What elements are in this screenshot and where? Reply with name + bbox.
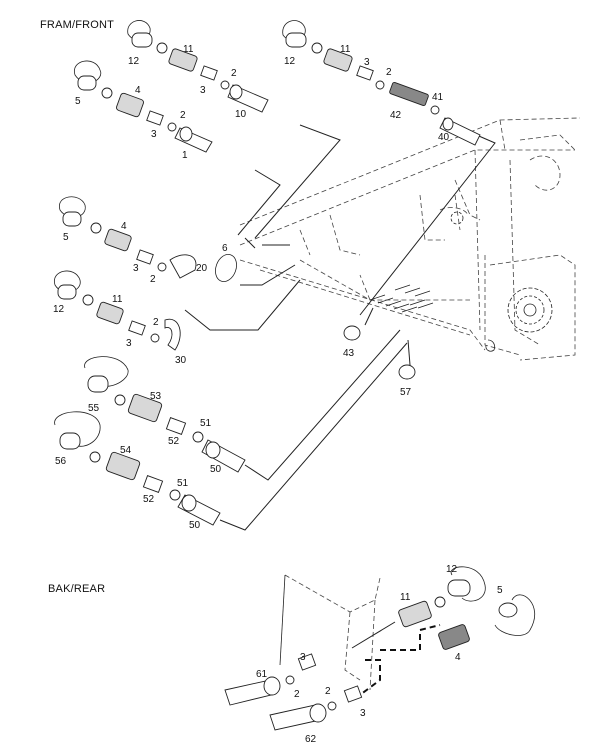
callout-2: 2 xyxy=(325,686,331,697)
callout-5: 5 xyxy=(75,96,81,107)
callout-6: 6 xyxy=(222,243,228,254)
leader-lines-rear xyxy=(284,574,441,696)
coupler-assembly-42 xyxy=(282,20,481,146)
callout-12: 12 xyxy=(284,56,296,67)
coupler-assembly-6-20 xyxy=(59,196,237,282)
callout-3: 3 xyxy=(200,85,206,96)
coupler-assembly-11 xyxy=(127,20,269,113)
callout-12: 12 xyxy=(53,304,65,315)
callout-56: 56 xyxy=(55,456,67,467)
callout-3: 3 xyxy=(364,57,370,68)
callout-30: 30 xyxy=(175,355,187,366)
callout-4: 4 xyxy=(455,652,461,663)
callout-2: 2 xyxy=(386,67,392,78)
callout-11: 11 xyxy=(112,294,123,305)
callout-5: 5 xyxy=(63,232,69,243)
callout-4: 4 xyxy=(135,85,141,96)
callout-12: 12 xyxy=(446,564,458,575)
leader-lines-front xyxy=(184,124,496,531)
callout-53: 53 xyxy=(150,391,162,402)
callout-54: 54 xyxy=(120,445,132,456)
callout-12: 12 xyxy=(128,56,140,67)
callout-61: 61 xyxy=(256,669,268,680)
coupler-assembly-54 xyxy=(54,411,221,526)
callout-43: 43 xyxy=(343,348,355,359)
coupler-assembly-53 xyxy=(84,356,246,473)
callout-3: 3 xyxy=(133,263,139,274)
callout-10: 10 xyxy=(235,109,247,120)
heading-front: FRAM/FRONT xyxy=(40,19,115,31)
callout-62: 62 xyxy=(305,734,317,745)
callout-11: 11 xyxy=(400,592,411,603)
callout-labels: 12 11 2 3 10 5 4 2 3 1 12 11 3 2 41 42 4… xyxy=(53,44,503,745)
callout-2: 2 xyxy=(231,68,237,79)
callout-40: 40 xyxy=(438,132,450,143)
callout-41: 41 xyxy=(432,92,444,103)
callout-51: 51 xyxy=(200,418,212,429)
callout-51: 51 xyxy=(177,478,189,489)
callout-11: 11 xyxy=(183,44,194,55)
caps-43-57 xyxy=(343,325,416,380)
callout-50: 50 xyxy=(210,464,222,475)
callout-20: 20 xyxy=(196,263,208,274)
callout-42: 42 xyxy=(390,110,402,121)
callout-2: 2 xyxy=(153,317,159,328)
callout-3: 3 xyxy=(360,708,366,719)
heading-rear: BAK/REAR xyxy=(48,583,106,595)
callout-2: 2 xyxy=(294,689,300,700)
callout-1: 1 xyxy=(182,150,188,161)
callout-52: 52 xyxy=(168,436,180,447)
callout-4: 4 xyxy=(121,221,127,232)
callout-3: 3 xyxy=(151,129,157,140)
tractor-frame xyxy=(239,117,581,361)
callout-3: 3 xyxy=(300,652,306,663)
callout-55: 55 xyxy=(88,403,100,414)
callout-11: 11 xyxy=(340,44,351,55)
rear-coupler-assembly xyxy=(224,566,536,731)
callout-57: 57 xyxy=(400,387,412,398)
callout-3: 3 xyxy=(126,338,132,349)
callout-2: 2 xyxy=(150,274,156,285)
callout-5: 5 xyxy=(497,585,503,596)
callout-2: 2 xyxy=(180,110,186,121)
coupler-assembly-30 xyxy=(54,270,181,351)
callout-50: 50 xyxy=(189,520,201,531)
callout-52: 52 xyxy=(143,494,155,505)
coupler-assembly-4 xyxy=(74,60,213,153)
